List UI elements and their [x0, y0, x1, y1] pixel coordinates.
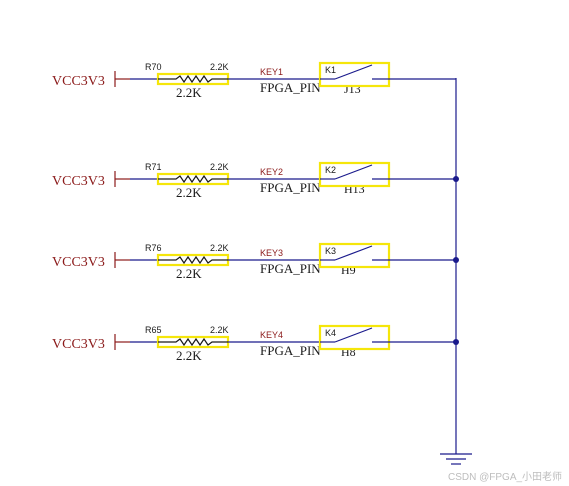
- fpga-pin-number: J13: [344, 82, 361, 96]
- net-label: KEY3: [260, 248, 283, 258]
- switch-ref: K1: [325, 65, 336, 75]
- power-label: VCC3V3: [52, 255, 105, 270]
- resistor-ref: R76: [145, 243, 162, 253]
- resistor-ref: R71: [145, 162, 162, 172]
- switch-highlight: [318, 61, 391, 88]
- switch-highlight: [318, 161, 391, 188]
- net-label: KEY4: [260, 330, 283, 340]
- fpga-pin-number: H8: [341, 345, 356, 359]
- resistor-symbol: [158, 337, 228, 347]
- switch-arm: [334, 64, 373, 80]
- resistor-value-top: 2.2K: [210, 325, 229, 335]
- net-label: KEY1: [260, 67, 283, 77]
- resistor-value-bottom: 2.2K: [176, 85, 202, 100]
- resistor-value-bottom: 2.2K: [176, 348, 202, 363]
- switch-arm: [334, 245, 373, 261]
- switch-ref: K4: [325, 328, 336, 338]
- resistor-value-bottom: 2.2K: [176, 185, 202, 200]
- switch-arm: [334, 164, 373, 180]
- power-label: VCC3V3: [52, 337, 105, 352]
- switch-ref: K2: [325, 165, 336, 175]
- fpga-pin-number: H13: [344, 182, 365, 196]
- switch-arm: [334, 327, 373, 343]
- switch-highlight: [318, 324, 391, 351]
- net-label: KEY2: [260, 167, 283, 177]
- power-label: VCC3V3: [52, 74, 105, 89]
- fpga-pin-number: H9: [341, 263, 356, 277]
- switch-ref: K3: [325, 246, 336, 256]
- fpga-pin-label: FPGA_PIN: [260, 343, 321, 358]
- resistor-value-top: 2.2K: [210, 62, 229, 72]
- switch-highlight: [318, 242, 391, 269]
- resistor-symbol: [158, 255, 228, 265]
- fpga-pin-label: FPGA_PIN: [260, 261, 321, 276]
- resistor-value-top: 2.2K: [210, 162, 229, 172]
- ground-symbol: [440, 442, 472, 465]
- fpga-pin-label: FPGA_PIN: [260, 80, 321, 95]
- resistor-value-bottom: 2.2K: [176, 266, 202, 281]
- watermark: CSDN @FPGA_小田老师: [448, 470, 562, 483]
- power-label: VCC3V3: [52, 174, 105, 189]
- fpga-pin-label: FPGA_PIN: [260, 180, 321, 195]
- resistor-ref: R65: [145, 325, 162, 335]
- resistor-symbol: [158, 174, 228, 184]
- resistor-ref: R70: [145, 62, 162, 72]
- resistor-symbol: [158, 74, 228, 84]
- resistor-value-top: 2.2K: [210, 243, 229, 253]
